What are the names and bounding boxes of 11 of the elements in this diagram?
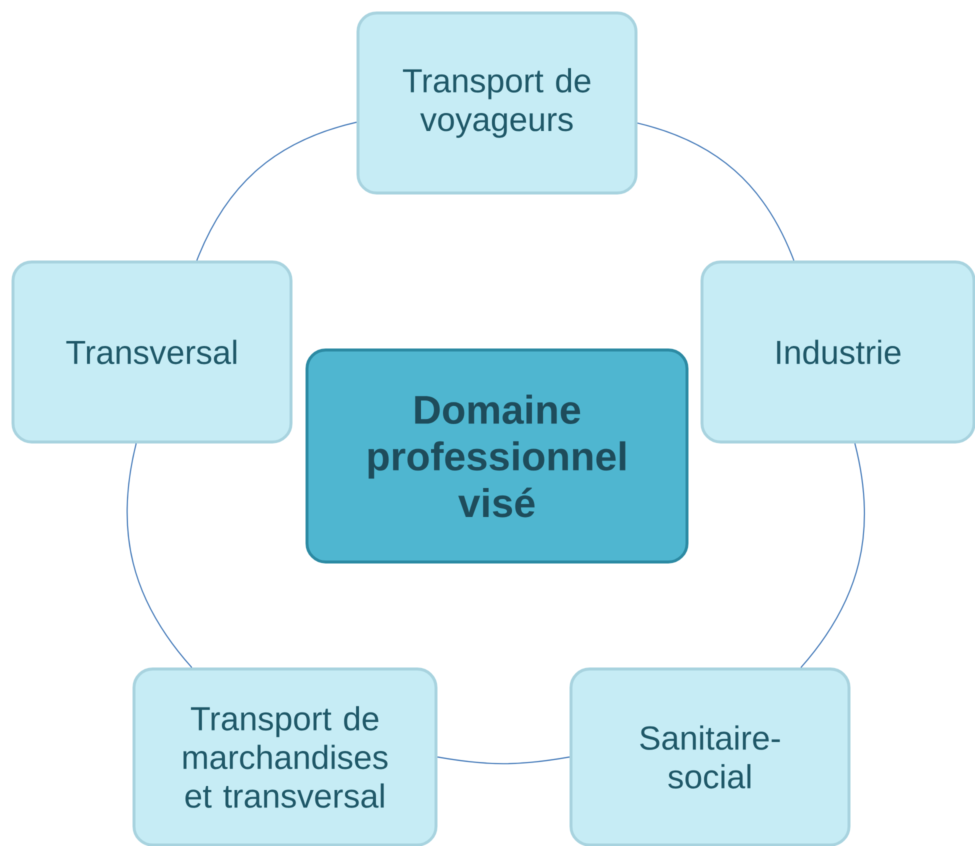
category-box: Transport de voyageurs xyxy=(356,12,638,194)
category-box: Industrie xyxy=(700,260,975,444)
ring-arc xyxy=(637,122,794,261)
central-box: Domaine professionnel visé xyxy=(306,348,688,564)
ring-arc xyxy=(800,443,865,668)
ring-arc xyxy=(196,122,357,261)
ring-arc xyxy=(437,756,570,764)
category-box: Transport de marchandises et transversal xyxy=(132,668,438,846)
category-box: Transversal xyxy=(12,260,292,444)
category-box: Sanitaire-social xyxy=(570,668,850,846)
ring-arc xyxy=(126,443,192,668)
